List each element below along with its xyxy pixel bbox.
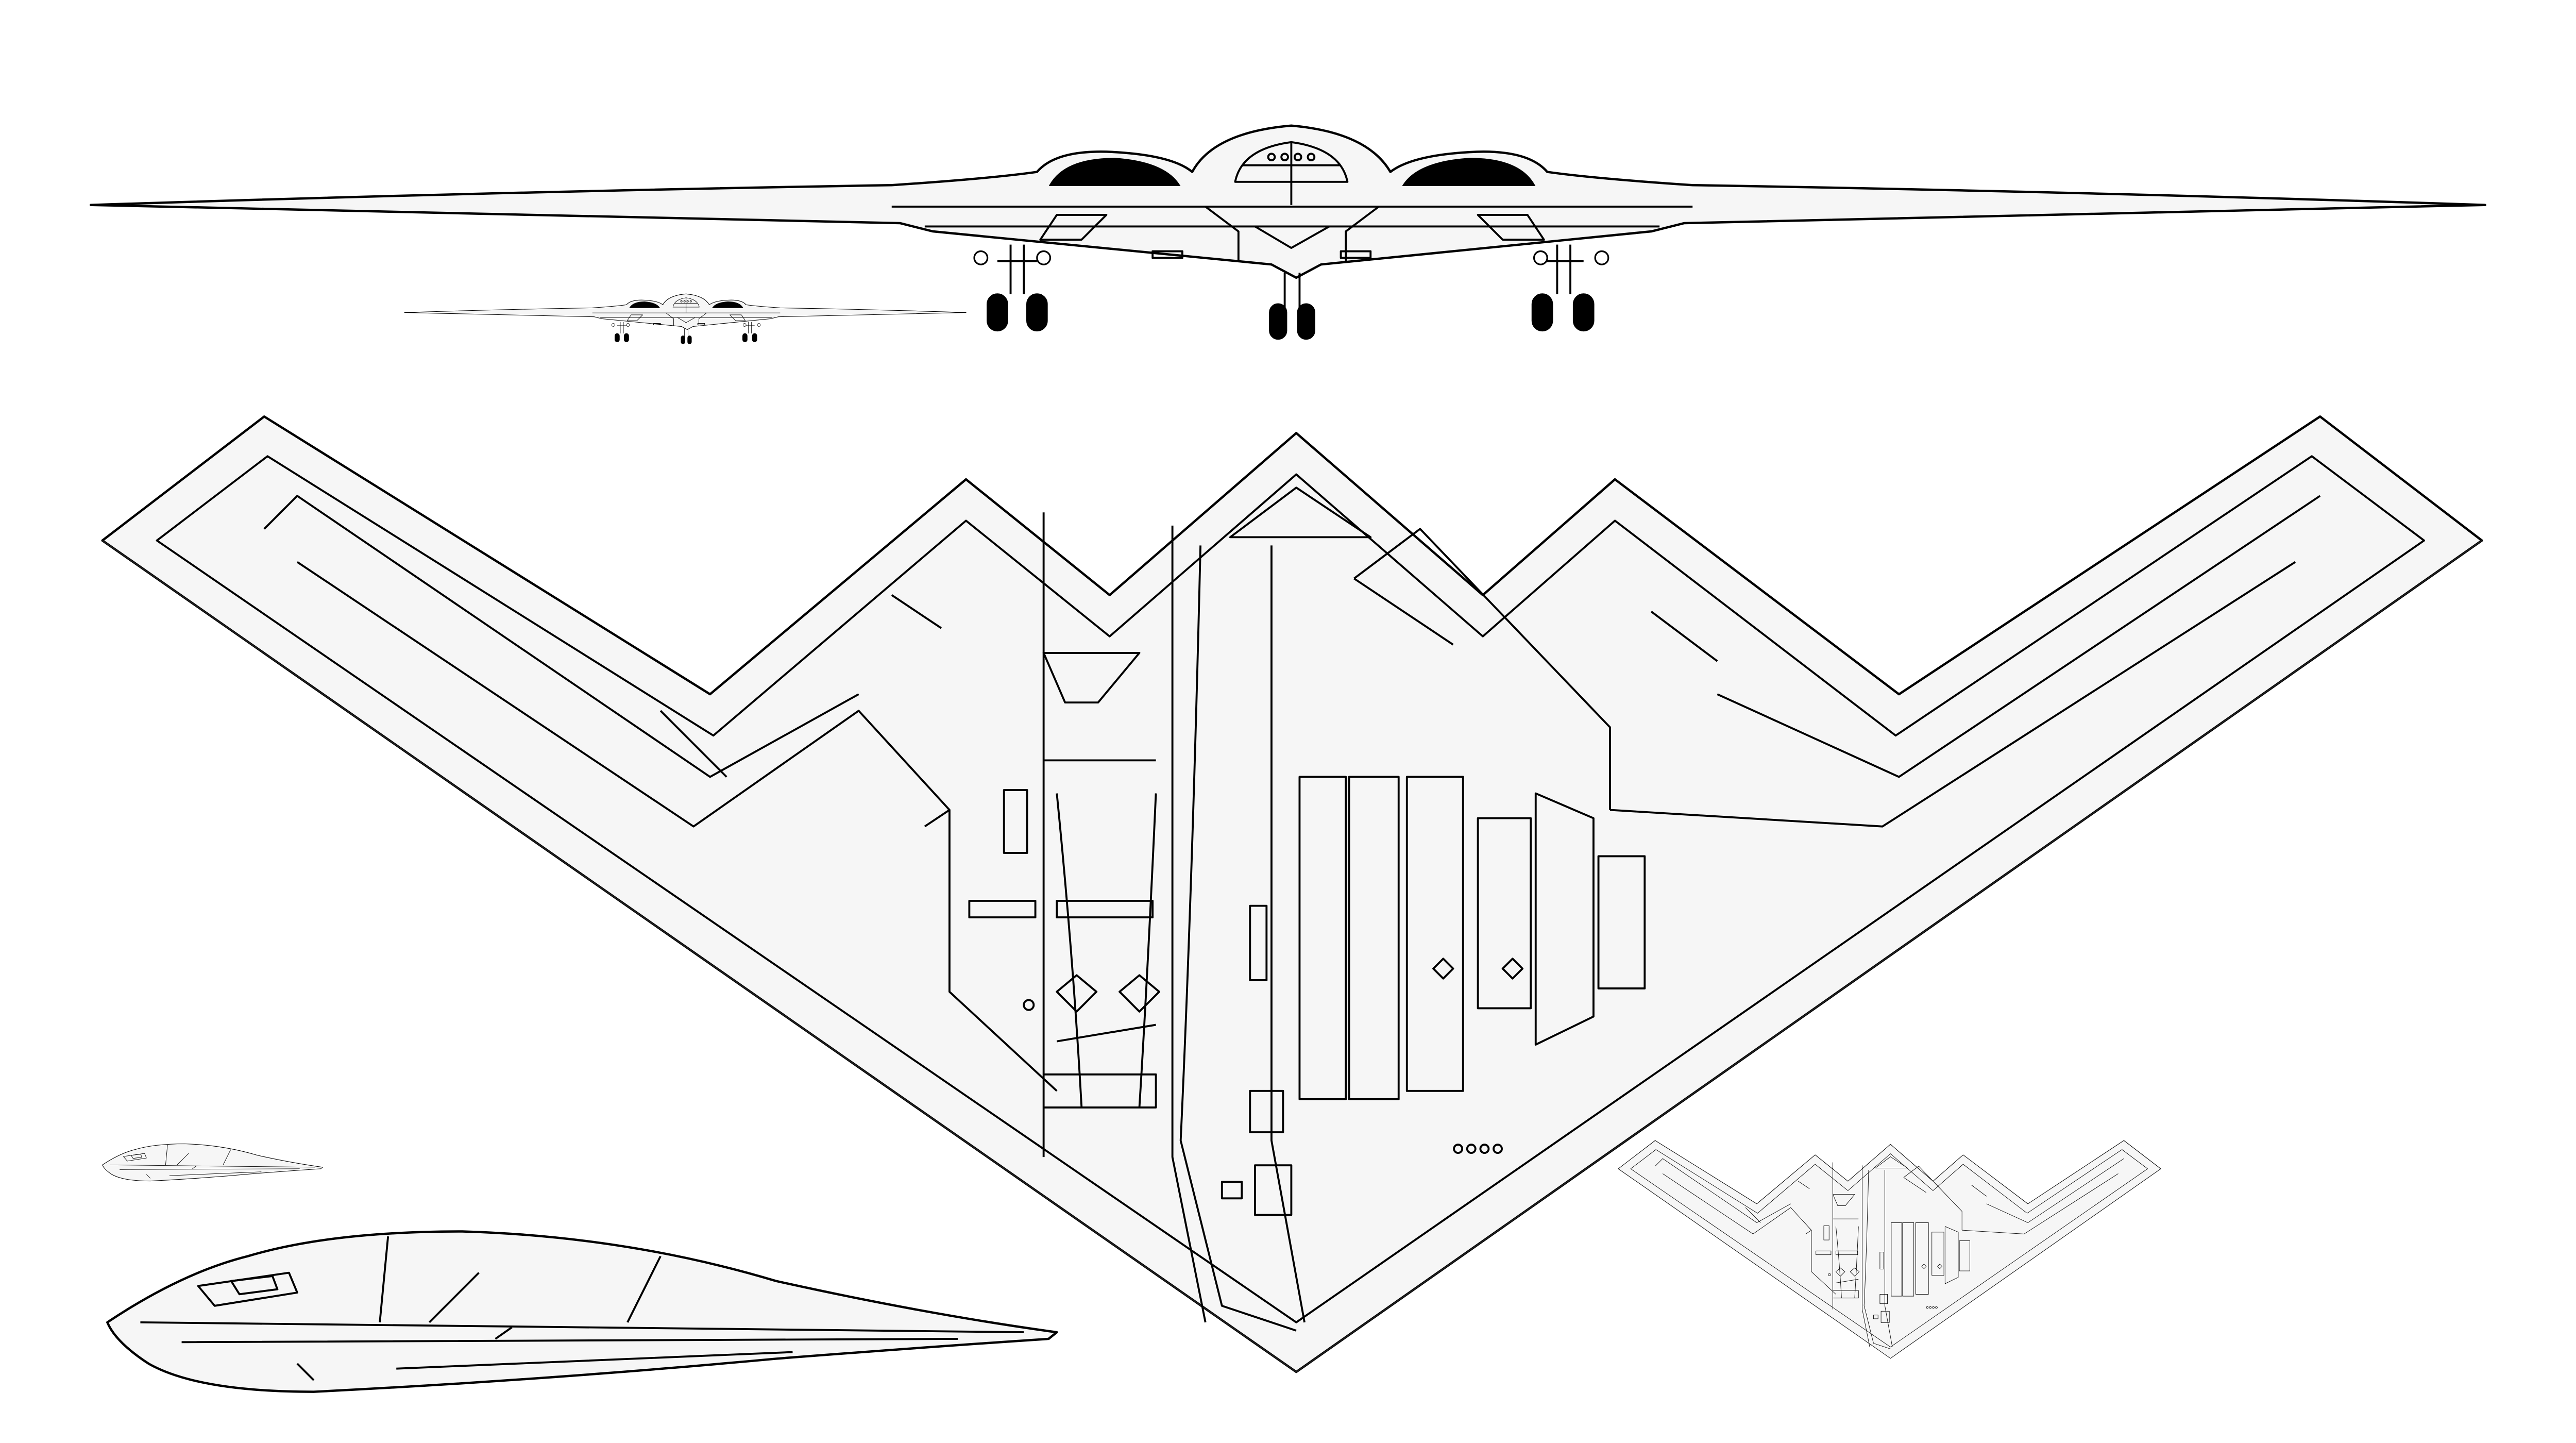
front-view bbox=[91, 126, 2485, 339]
front-view-small bbox=[404, 293, 967, 344]
plan-view-small bbox=[1618, 1140, 2161, 1359]
side-view bbox=[107, 1231, 1057, 1391]
plan-view bbox=[103, 416, 2482, 1372]
side-view-small bbox=[102, 1143, 323, 1182]
